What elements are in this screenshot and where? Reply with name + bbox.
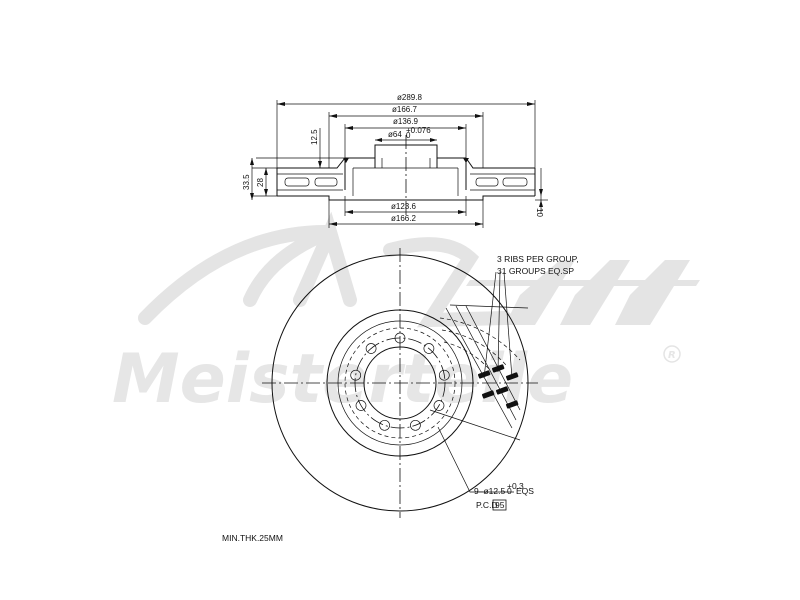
section-hatch — [343, 158, 469, 163]
bottom-dimensions: ø123.6 ø166.2 — [328, 196, 484, 228]
pcd-value: 95 — [495, 500, 505, 510]
bolt-hole — [350, 369, 362, 381]
leader-lines — [437, 271, 514, 493]
holes-note-suffix: EQS — [516, 486, 534, 496]
ribs-note-line1: 3 RIBS PER GROUP, — [497, 254, 579, 264]
top-dimensions: ø289.8 ø166.7 ø136.9 ø64 +0.076 0 — [276, 93, 536, 168]
dim-hat-depth: 12.5 — [310, 129, 319, 145]
section-view: ø289.8 ø166.7 ø136.9 ø64 +0.076 0 — [242, 93, 548, 228]
watermark-brand: Meisterteile — [112, 340, 573, 419]
bolt-hole — [355, 400, 367, 411]
min-thickness-note: MIN.THK.25MM — [222, 533, 283, 543]
bolt-holes — [350, 332, 450, 431]
dim-center-bore-diameter: ø64 — [388, 130, 402, 139]
ribs-note-line2: 31 GROUPS EQ.SP — [497, 266, 574, 276]
watermark: Meisterteile R — [112, 211, 700, 419]
dim-hat-inner-diameter: ø136.9 — [393, 117, 418, 126]
dim-overall-diameter: ø289.8 — [397, 93, 422, 102]
height-dimensions: 33.5 28 12.5 10 — [242, 128, 548, 217]
bolt-hole — [438, 369, 450, 381]
bolt-hole — [423, 343, 435, 354]
registered-mark-icon — [663, 345, 681, 363]
holes-note-prefix: 9–ø12.5 — [474, 486, 505, 496]
dim-vent-inner-diameter: ø123.6 — [391, 202, 416, 211]
dim-center-bore-tol-lower: 0 — [406, 131, 411, 140]
bolt-hole — [433, 400, 445, 411]
watermark-registered: R — [668, 350, 676, 361]
holes-note: 9–ø12.5 +0.3 0 EQS — [474, 481, 534, 496]
dim-friction-inner-diameter: ø166.2 — [391, 214, 416, 223]
watermark-stripes — [466, 260, 700, 325]
dim-disc-thickness: 28 — [256, 178, 265, 187]
watermark-logo-swoosh — [138, 211, 512, 328]
front-view: 3 RIBS PER GROUP, 31 GROUPS EQ.SP 9–ø12.… — [262, 248, 579, 518]
dim-center-bore-tol-upper: +0.076 — [406, 126, 431, 135]
holes-note-tol-upper: +0.3 — [507, 481, 524, 491]
pcd-label: P.C.D — [476, 500, 498, 510]
holes-note-tol-lower: 0 — [507, 486, 512, 496]
dim-hat-outer-diameter: ø166.7 — [392, 105, 417, 114]
pcd-box — [492, 499, 507, 511]
bolt-hole — [379, 419, 390, 431]
pcd-note: P.C.D 95 — [476, 499, 507, 511]
dim-hub-thickness: 10 — [535, 208, 544, 217]
disc-section-outline — [276, 144, 536, 201]
bolt-hole — [365, 343, 377, 354]
dim-overall-height: 33.5 — [242, 174, 251, 190]
bolt-hole — [410, 419, 421, 431]
